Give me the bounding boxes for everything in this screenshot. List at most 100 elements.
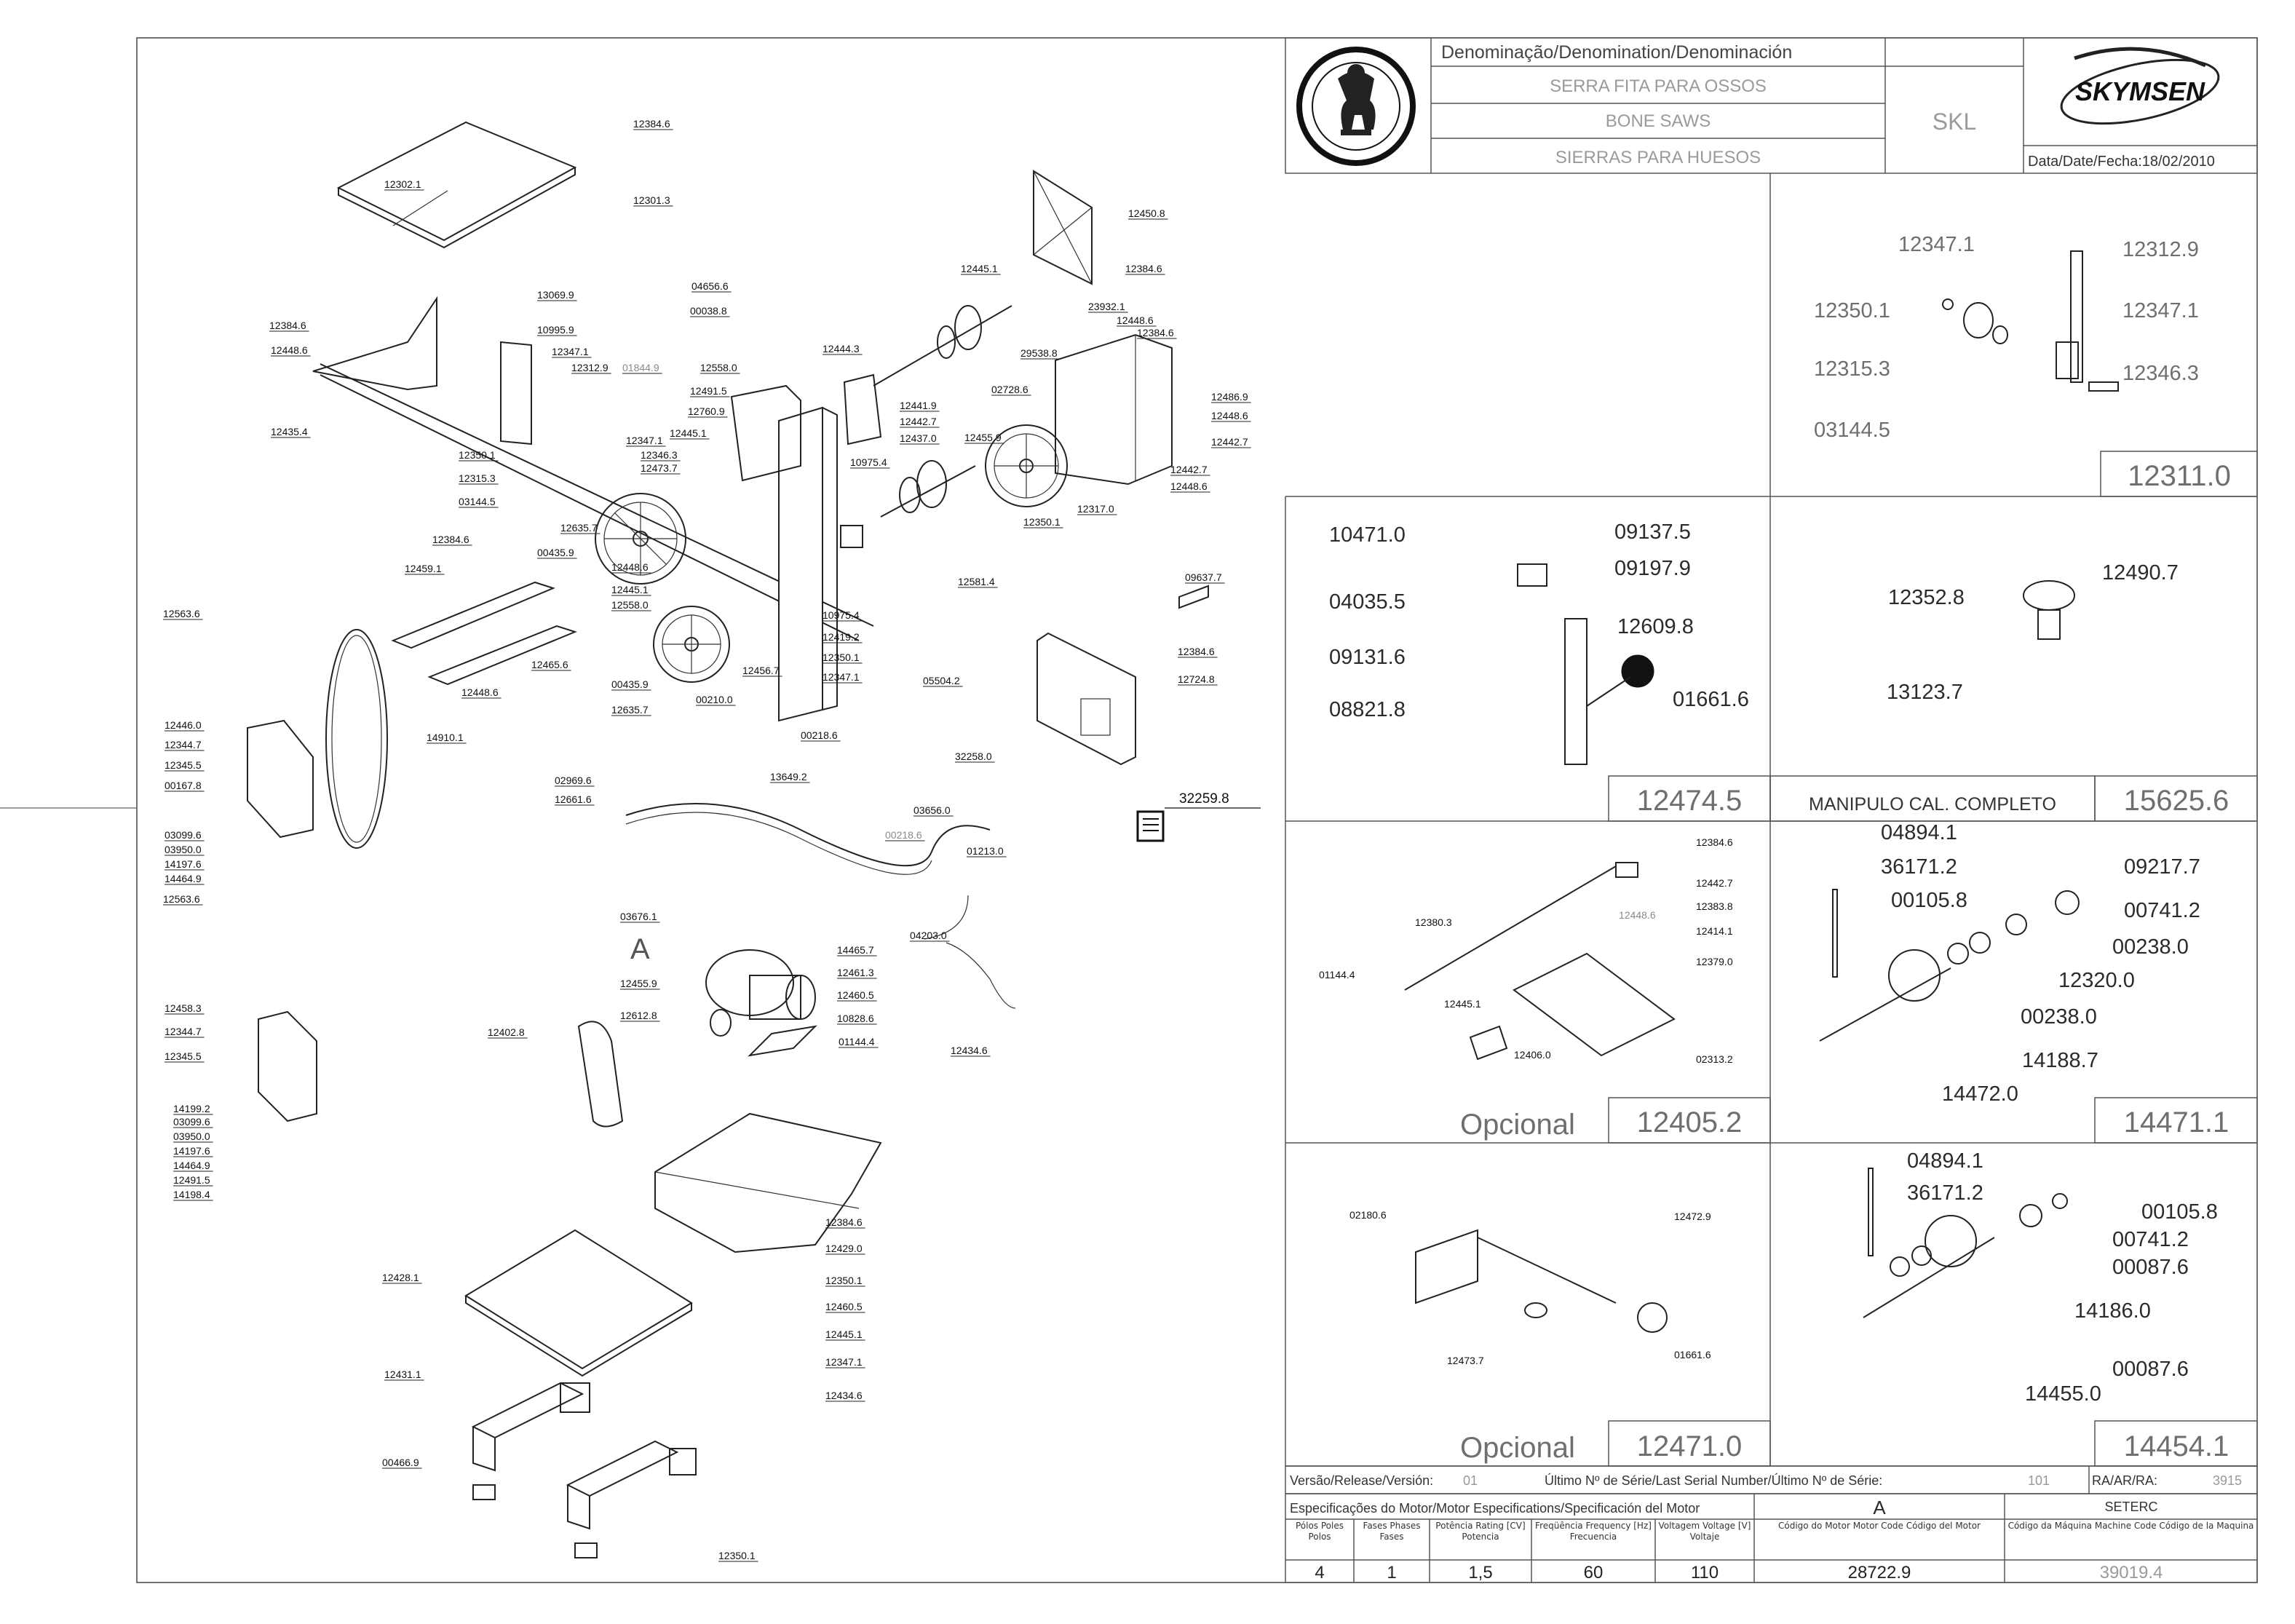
part-number-label: 12460.5 (825, 1301, 863, 1312)
part-number-label: 12434.6 (825, 1390, 863, 1401)
kit-12405-part-label: 12448.6 (1619, 909, 1656, 921)
part-number-label: 10975.4 (850, 456, 887, 468)
part-number-label: 29538.8 (1020, 347, 1058, 359)
kit-12311-code: 12311.0 (2128, 460, 2231, 492)
part-number-label: 03656.0 (913, 804, 951, 816)
kit-14454-part-label: 14455.0 (2025, 1382, 2101, 1406)
kit-12311-part-label: 12350.1 (1814, 299, 1890, 322)
part-number-label: 12635.7 (560, 522, 598, 534)
part-number-label: 12350.1 (459, 449, 496, 461)
kit-12474-part-label: 08821.8 (1329, 698, 1406, 721)
part-number-label: 12350.1 (718, 1550, 756, 1561)
kit-12405-part-label: 12380.3 (1415, 916, 1452, 928)
kit-12311-part-label: 03144.5 (1814, 419, 1890, 442)
product-name-pt: SERRA FITA PARA OSSOS (1550, 76, 1767, 96)
part-number-label: 00218.6 (801, 729, 838, 741)
part-number-label: 12347.1 (552, 346, 589, 357)
kit-12474-part-label: 12609.8 (1617, 615, 1694, 638)
part-number-label: 12635.7 (611, 704, 649, 716)
kit-12311-part-label: 12347.1 (2122, 299, 2199, 322)
part-number-label: 12491.5 (173, 1174, 210, 1186)
kit-12405-part-label: 12384.6 (1696, 836, 1733, 848)
part-number-label: 03950.0 (173, 1130, 210, 1142)
kit-12474-part-label: 10471.0 (1329, 523, 1406, 547)
part-number-label: 12448.6 (271, 344, 308, 356)
part-number-label: 12448.6 (1211, 410, 1248, 421)
part-number-label: 14197.6 (173, 1145, 210, 1157)
denomination-header: Denominação/Denomination/Denominación (1441, 42, 1792, 63)
kit-14471-part-label: 14188.7 (2022, 1049, 2098, 1072)
ra-value: 3915 (2213, 1473, 2242, 1488)
part-number-label: 12384.6 (1125, 263, 1162, 274)
kit-12311-part-label: 12312.9 (2122, 238, 2199, 261)
kit-12405-part-label: 12379.0 (1696, 956, 1733, 967)
part-number-label: 09637.7 (1185, 571, 1222, 583)
kit-12405-part-label: 02313.2 (1696, 1053, 1733, 1065)
part-number-label: 14910.1 (427, 732, 464, 743)
part-number-label: 12344.7 (165, 739, 202, 750)
part-number-label: 12384.6 (1137, 327, 1174, 338)
col-phases-header: Fases Phases Fases (1363, 1521, 1421, 1542)
document-code: 32259.8 (1179, 791, 1229, 807)
col-motor-code-header: Código do Motor Motor Code Código del Mo… (1777, 1521, 1981, 1531)
part-number-label: 00435.9 (611, 678, 649, 690)
part-number-label: 12350.1 (823, 651, 860, 663)
part-number-label: 01213.0 (967, 845, 1004, 857)
part-number-label: 12435.4 (271, 426, 308, 437)
part-number-label: 12491.5 (690, 385, 727, 397)
part-number-label: 14198.4 (173, 1189, 210, 1200)
part-number-label: 12458.3 (165, 1002, 202, 1014)
kit-12474-part-label: 09131.6 (1329, 646, 1406, 669)
kit-15625-part-label: 12490.7 (2102, 561, 2179, 585)
part-number-label: 12455.9 (964, 432, 1002, 443)
part-number-label: 12441.9 (900, 400, 937, 411)
part-number-label: 10975.4 (823, 609, 860, 621)
part-number-label: 00466.9 (382, 1457, 419, 1468)
authorized-assistance-seal (1296, 47, 1416, 166)
kit-12311-part-label: 12315.3 (1814, 357, 1890, 381)
motor-letter-marker: A (630, 933, 650, 965)
kit-shapes (1404, 250, 2119, 1333)
kit-12405-part-label: 12406.0 (1514, 1049, 1551, 1061)
kit-12474-part-label: 04035.5 (1329, 590, 1406, 614)
kit-12405-code: 12405.2 (1637, 1106, 1743, 1138)
model-code: SKL (1933, 108, 1976, 135)
part-number-label: 03950.0 (165, 844, 202, 855)
kit-14471-part-label: 00238.0 (2112, 935, 2189, 959)
col-power-header: Potência Rating [CV] Potencia (1435, 1521, 1526, 1542)
part-number-label: 03144.5 (459, 496, 496, 507)
kit-12311-part-label: 12346.3 (2122, 362, 2199, 385)
value-phases: 1 (1387, 1563, 1396, 1583)
part-number-label: 12428.1 (382, 1272, 419, 1283)
kit-12405-part-label: 12445.1 (1444, 998, 1481, 1010)
motor-spec-letter: A (1873, 1497, 1886, 1518)
part-number-label: 00167.8 (165, 780, 202, 791)
kit-12474-code: 12474.5 (1637, 785, 1743, 817)
part-number-label: 12465.6 (531, 659, 568, 670)
value-poles: 4 (1315, 1563, 1324, 1583)
part-number-label: 12459.1 (405, 563, 442, 574)
part-number-label: 32258.0 (955, 750, 992, 762)
part-number-label: 14465.7 (837, 944, 874, 956)
part-number-label: 12347.1 (626, 435, 663, 446)
part-number-label: 12344.7 (165, 1026, 202, 1037)
part-number-label: 12312.9 (571, 362, 609, 373)
part-number-label: 12345.5 (165, 759, 202, 771)
part-number-label: 12434.6 (951, 1045, 988, 1056)
part-number-label: 12384.6 (432, 534, 469, 545)
part-number-label: 23932.1 (1088, 301, 1125, 312)
part-number-label: 12661.6 (555, 793, 592, 805)
part-number-label: 00435.9 (537, 547, 574, 558)
kit-15625-part-label: 13123.7 (1887, 681, 1963, 704)
part-number-label: 12442.7 (1211, 436, 1248, 448)
kit-14454-part-label: 00087.6 (2112, 1358, 2189, 1381)
product-name-es: SIERRAS PARA HUESOS (1555, 148, 1761, 167)
main-assembly-shapes (247, 121, 1209, 1558)
product-name-en: BONE SAWS (1606, 111, 1711, 131)
part-number-label: 12460.5 (837, 989, 874, 1001)
kit-12311-part-label: 12347.1 (1898, 233, 1975, 256)
kit-part-labels: 12347.1 12312.9 12350.1 12347.1 12315.3 12346… (1319, 233, 2218, 1406)
part-number-label: 12448.6 (1170, 480, 1208, 492)
part-number-label: 12612.8 (620, 1010, 657, 1021)
part-number-label: 05504.2 (923, 675, 960, 686)
